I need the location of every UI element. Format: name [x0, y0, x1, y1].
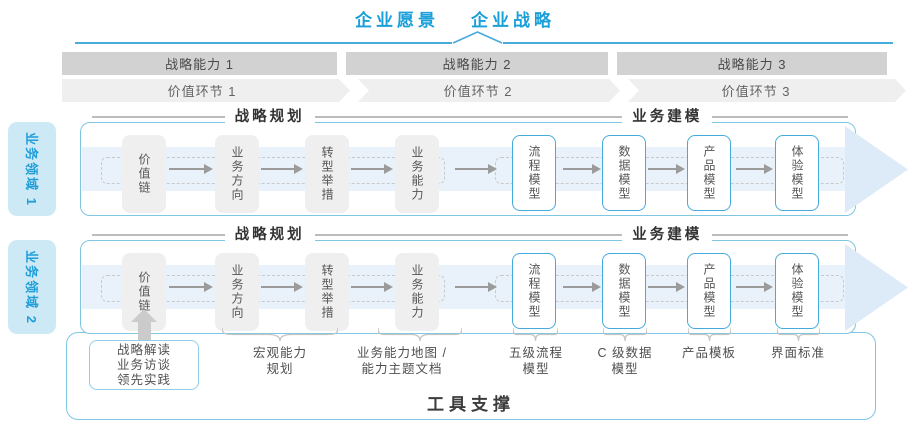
- annotation-process-model: 五级流程 模型: [508, 346, 563, 376]
- tool-support-title: 工具支撑: [427, 395, 515, 414]
- value-label: 价值环节 3: [721, 84, 791, 99]
- strategy-input-box: 战略解读 业务访谈 领先实践: [89, 340, 199, 390]
- title-divider: [92, 116, 225, 118]
- vision-title: 企业愿景: [355, 11, 439, 30]
- arrow-right-icon: [351, 282, 393, 291]
- arrow-right-icon: [261, 164, 303, 173]
- capability-segment-3: 战略能力 3: [617, 52, 887, 75]
- arrow-right-icon: [169, 282, 213, 291]
- source-line: 战略解读: [116, 342, 171, 357]
- annotation-product-template: 产品模板: [681, 346, 736, 360]
- brace-connector: [222, 328, 338, 341]
- panel-2-titles: 战略规划 业务建模: [92, 226, 848, 244]
- annotation-capability-map: 业务能力地图 / 能力主题文档: [357, 346, 447, 376]
- box-transformation-initiatives: 转型举措: [305, 135, 349, 213]
- arrow-right-icon: [455, 164, 497, 173]
- box-business-capability: 业务能力: [395, 253, 439, 331]
- arrow-right-icon: [351, 164, 393, 173]
- header-divider-left: [75, 42, 452, 44]
- brace-connector: [378, 328, 462, 341]
- domain-1-panel: 价值链 业务方向 转型举措 业务能力 流程模型 数据模型 产品模型 体验模型: [80, 122, 908, 216]
- arrow-right-icon: [736, 282, 773, 291]
- header-divider-right: [503, 42, 893, 44]
- arrow-right-icon: [563, 282, 601, 291]
- capability-segment-1: 战略能力 1: [62, 52, 337, 75]
- value-label: 价值环节 2: [443, 84, 513, 99]
- box-transformation-initiatives: 转型举措: [305, 253, 349, 331]
- flow-arrow-icon: [845, 244, 908, 331]
- domain-label-1: 业务领域 1: [8, 122, 56, 216]
- arrow-right-icon: [648, 282, 685, 291]
- title-divider: [712, 234, 848, 236]
- title-divider: [92, 234, 225, 236]
- dashed-placeholder: [101, 157, 445, 184]
- box-process-model: 流程模型: [512, 253, 556, 329]
- box-data-model: 数据模型: [602, 253, 646, 329]
- arrow-right-icon: [261, 282, 303, 291]
- value-segment-1: 价值环节 1: [62, 79, 350, 102]
- box-experience-model: 体验模型: [775, 135, 819, 211]
- capability-segment-2: 战略能力 2: [346, 52, 608, 75]
- capability-label: 战略能力 2: [442, 57, 512, 72]
- diagram-header: 企业愿景 企业战略: [0, 6, 910, 31]
- up-arrow-icon: [131, 309, 157, 322]
- value-segment-3: 价值环节 3: [628, 79, 906, 102]
- title-divider: [314, 116, 623, 118]
- flow-arrow-icon: [845, 126, 908, 213]
- source-line: 领先实践: [116, 372, 171, 387]
- business-modeling-title: 业务建模: [622, 226, 713, 244]
- brace-connector: [603, 328, 647, 341]
- brace-connector: [777, 328, 820, 341]
- annotation-data-model: C 级数据 模型: [597, 346, 653, 376]
- title-divider: [314, 234, 623, 236]
- brace-connector: [688, 328, 731, 341]
- brace-connector: [513, 328, 558, 341]
- box-business-direction: 业务方向: [215, 253, 259, 331]
- dashed-placeholder: [101, 275, 445, 302]
- arrow-right-icon: [455, 282, 497, 291]
- box-product-model: 产品模型: [687, 253, 731, 329]
- value-segment-2: 价值环节 2: [358, 79, 620, 102]
- box-business-direction: 业务方向: [215, 135, 259, 213]
- annotation-ui-standard: 界面标准: [770, 346, 825, 360]
- domain-label-text: 业务领域 1: [23, 131, 39, 207]
- box-data-model: 数据模型: [602, 135, 646, 211]
- box-value-chain: 价值链: [122, 135, 166, 213]
- domain-label-text: 业务领域 2: [23, 249, 39, 325]
- caret-up-icon: [452, 31, 503, 44]
- box-product-model: 产品模型: [687, 135, 731, 211]
- source-line: 业务访谈: [116, 357, 171, 372]
- capability-label: 战略能力 1: [165, 57, 234, 72]
- strategic-planning-title: 战略规划: [224, 226, 315, 244]
- strategic-planning-title: 战略规划: [224, 108, 315, 126]
- box-business-capability: 业务能力: [395, 135, 439, 213]
- panel-1-titles: 战略规划 业务建模: [92, 108, 848, 126]
- box-process-model: 流程模型: [512, 135, 556, 211]
- domain-label-2: 业务领域 2: [8, 240, 56, 334]
- capability-label: 战略能力 3: [717, 57, 787, 72]
- title-divider: [712, 116, 848, 118]
- domain-2-panel: 价值链 业务方向 转型举措 业务能力 流程模型 数据模型 产品模型 体验模型: [80, 240, 908, 334]
- annotation-macro-capability: 宏观能力 规划: [252, 346, 307, 376]
- arrow-right-icon: [169, 164, 213, 173]
- value-label: 价值环节 1: [167, 84, 237, 99]
- arrow-right-icon: [563, 164, 601, 173]
- strategy-title: 企业战略: [471, 11, 555, 30]
- arrow-right-icon: [736, 164, 773, 173]
- up-arrow-stem: [138, 321, 151, 341]
- box-experience-model: 体验模型: [775, 253, 819, 329]
- business-modeling-title: 业务建模: [622, 108, 713, 126]
- arrow-right-icon: [648, 164, 685, 173]
